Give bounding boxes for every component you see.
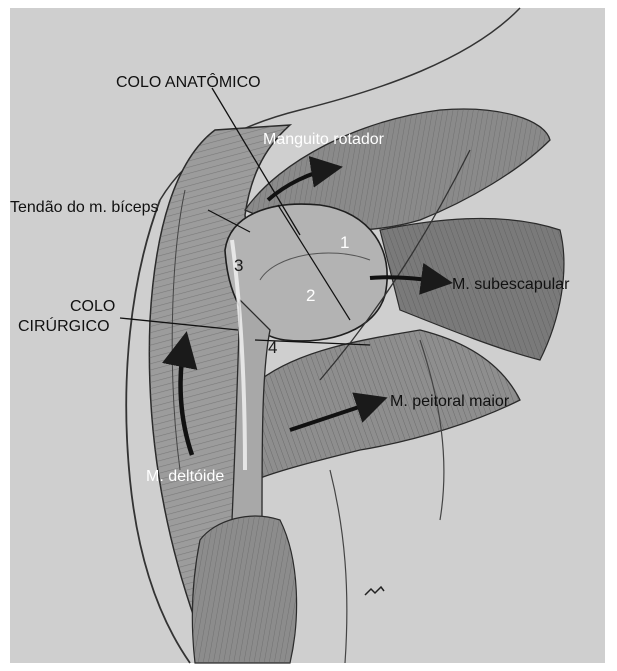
number-3: 3 [234, 257, 243, 275]
label-tendao-biceps: Tendão do m. bíceps [10, 199, 159, 217]
number-2: 2 [306, 287, 315, 305]
label-colo-anatomico: COLO ANATÔMICO [116, 74, 261, 92]
number-4: 4 [268, 339, 277, 357]
label-colo-cirurgico-line1: COLO [70, 298, 115, 316]
label-subescapular: M. subescapular [452, 276, 569, 294]
label-manguito-rotador: Manguito rotador [263, 131, 384, 149]
label-peitoral-maior: M. peitoral maior [390, 393, 509, 411]
label-deltoide: M. deltóide [146, 468, 224, 486]
number-1: 1 [340, 234, 349, 252]
label-colo-cirurgico-line2: CIRÚRGICO [18, 318, 110, 336]
